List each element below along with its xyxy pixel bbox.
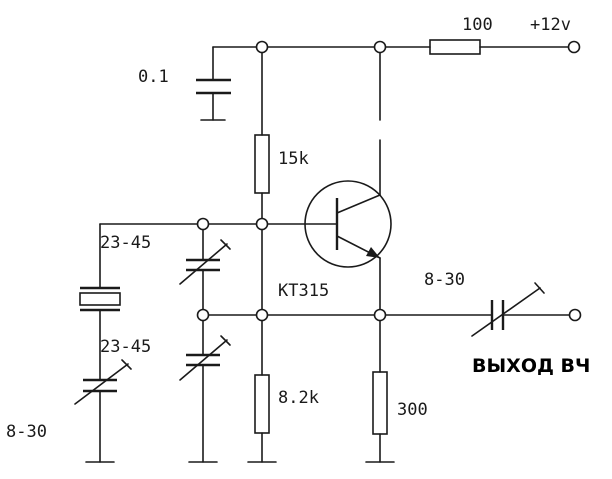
bypass-capacitor-label: 0.1: [138, 67, 169, 87]
supply-voltage-label: +12v: [530, 15, 571, 35]
output-terminal: [568, 308, 582, 322]
trimmer-cap-bottom-label: 8-30: [6, 422, 47, 442]
output-capacitor-label: 8-30: [424, 270, 465, 290]
junction-node: [196, 217, 210, 231]
output-line: [202, 282, 570, 337]
junction-node: [196, 308, 210, 322]
junction-node: [255, 308, 269, 322]
top-rail: [212, 46, 569, 81]
output-label: ВЫХОД ВЧ: [472, 355, 590, 377]
junction-node: [255, 40, 269, 54]
transistor-symbol: [261, 180, 392, 268]
junction-node: [255, 217, 269, 231]
transistor-label: KT315: [278, 281, 329, 301]
junction-node: [373, 308, 387, 322]
trimmer-column: [179, 223, 231, 463]
trimmer-cap-bottom: [74, 359, 132, 463]
trimmer-cap-upper-label: 23-45: [100, 233, 151, 253]
emitter-arrow: [366, 247, 380, 258]
bypass-capacitor: [196, 78, 231, 121]
bias-column: [247, 46, 277, 463]
supply-terminal: [567, 40, 581, 54]
emitter-resistor-label: 300: [397, 400, 428, 420]
base-line: [99, 223, 263, 289]
junction-node: [373, 40, 387, 54]
supply-resistor-label: 100: [462, 15, 493, 35]
crystal: [79, 286, 121, 381]
bias-resistor-bottom-label: 8.2k: [278, 388, 319, 408]
supply-resistor: [429, 39, 481, 55]
trimmer-cap-lower-label: 23-45: [100, 337, 151, 357]
bias-resistor-top-label: 15k: [278, 149, 309, 169]
